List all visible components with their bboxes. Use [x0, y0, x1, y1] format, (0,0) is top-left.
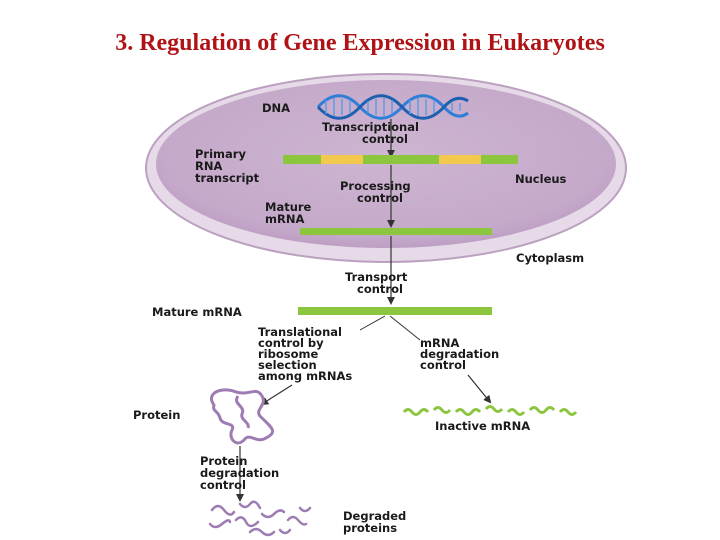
dna-helix-icon — [316, 94, 469, 120]
cytoplasm-label: Cytoplasm — [516, 251, 584, 265]
translation-branch-line — [359, 315, 386, 331]
protein-icon — [210, 388, 275, 445]
processing-control-label: Processing control — [340, 179, 415, 205]
protein-degradation-control-label: Protein degradation control — [200, 454, 283, 492]
inactive-mrna-icon — [402, 405, 578, 416]
degradation-branch-line — [389, 315, 421, 341]
mature-mrna-cytoplasm-label: Mature mRNA — [152, 305, 242, 319]
translational-control-label: Translational control by ribosome select… — [258, 325, 352, 383]
degraded-proteins-label: Degraded proteins — [343, 509, 410, 535]
nucleus-label: Nucleus — [515, 172, 567, 186]
mature-mrna-nucleus — [300, 228, 492, 235]
mature-mrna-nucleus-label: Mature mRNA — [265, 200, 315, 226]
protein-label: Protein — [133, 408, 180, 422]
inactive-mrna-label: Inactive mRNA — [435, 419, 530, 433]
transport-control-label: Transport control — [345, 270, 411, 296]
mature-mrna-cytoplasm — [298, 307, 492, 315]
degraded-proteins-icon — [208, 500, 312, 537]
primary-rna-transcript — [283, 155, 518, 164]
slide-title: 3. Regulation of Gene Expression in Euka… — [115, 30, 605, 56]
dna-label: DNA — [262, 101, 290, 115]
protein-arrow — [260, 384, 293, 406]
transcriptional-control-label: Transcriptional control — [322, 120, 423, 146]
primary-rna-transcript-label: Primary RNA transcript — [195, 147, 260, 185]
inactive-mrna-arrow — [467, 374, 492, 404]
mrna-degradation-control-label: mRNA degradation control — [420, 336, 503, 372]
